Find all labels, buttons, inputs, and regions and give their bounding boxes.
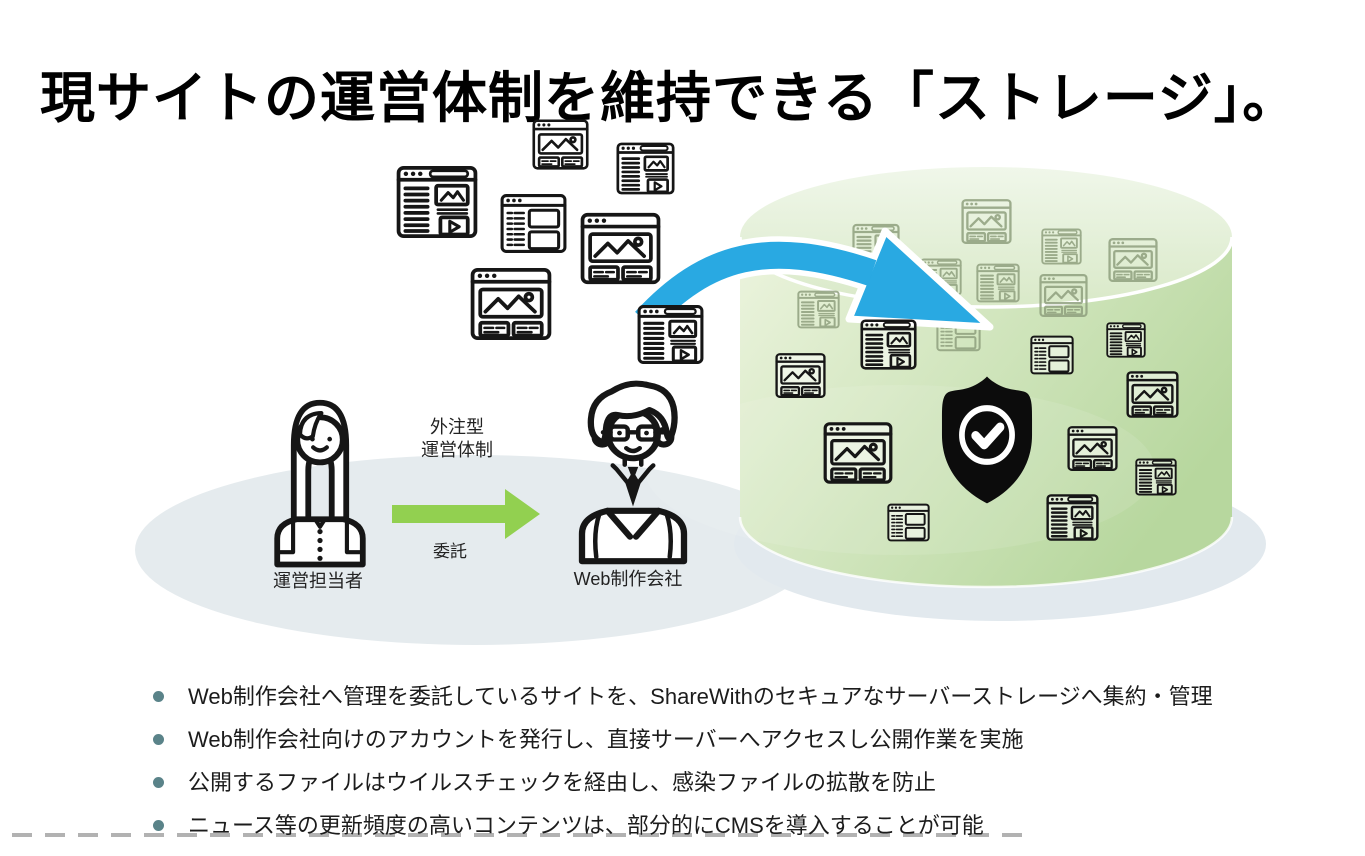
- article-page-icon: [1041, 228, 1082, 265]
- bullet-item: Web制作会社向けのアカウントを発行し、直接サーバーへアクセスし公開作業を実施: [153, 727, 1333, 752]
- bullet-text: ニュース等の更新頻度の高いコンテンツは、部分的にCMSを導入することが可能: [188, 813, 984, 838]
- image-page-icon: [532, 119, 589, 170]
- image-page-icon: [1039, 273, 1088, 318]
- hair: [587, 380, 678, 445]
- blue-transfer-arrow: [631, 227, 994, 335]
- article-page-icon: [616, 142, 675, 195]
- button: [317, 537, 323, 544]
- arm-seam: [275, 519, 296, 555]
- operator-person-icon: [274, 399, 366, 568]
- smile: [624, 446, 642, 454]
- image-page-icon: [470, 267, 552, 341]
- arm-seam: [344, 519, 365, 555]
- eye: [617, 430, 622, 436]
- smile: [311, 445, 329, 453]
- bullet-dot: [153, 734, 164, 745]
- bangs: [297, 411, 324, 441]
- article-page-icon: [976, 263, 1020, 303]
- diagram-canvas: [135, 119, 1266, 645]
- image-page-icon: [1108, 238, 1158, 282]
- shield-check-icon: [941, 376, 1033, 504]
- neck: [622, 456, 644, 467]
- web-company-person-icon: [578, 380, 688, 565]
- tie: [625, 466, 641, 507]
- bullet-item: Web制作会社へ管理を委託しているサイトを、ShareWithのセキュアなサーバ…: [153, 684, 1333, 709]
- green-delegate-arrow: [392, 489, 540, 539]
- eye: [327, 436, 333, 442]
- article-page-icon: [637, 305, 704, 364]
- article-page-icon: [1135, 458, 1177, 496]
- article-page-icon: [396, 165, 478, 239]
- glasses: [600, 424, 666, 442]
- image-page-icon: [1067, 426, 1118, 471]
- checkmark: [971, 422, 1005, 450]
- collar: [313, 517, 327, 529]
- button: [317, 546, 323, 553]
- bullet-text: 公開するファイルはウイルスチェックを経由し、感染ファイルの拡散を防止: [188, 770, 937, 795]
- v-neck: [604, 507, 662, 540]
- article-page-icon: [797, 290, 840, 329]
- layout-page-icon: [500, 194, 567, 253]
- image-page-icon: [775, 353, 826, 398]
- bullet-dot: [153, 777, 164, 788]
- article-page-icon: [1046, 494, 1099, 541]
- bullet-text: Web制作会社向けのアカウントを発行し、直接サーバーへアクセスし公開作業を実施: [188, 727, 1024, 752]
- bullet-dot: [153, 820, 164, 831]
- layout-page-icon: [1030, 335, 1074, 375]
- arm-seam: [593, 512, 673, 560]
- article-page-icon: [860, 319, 917, 370]
- cylinder-bottom-rim: [738, 516, 1234, 589]
- bullet-item: 公開するファイルはウイルスチェックを経由し、感染ファイルの拡散を防止: [153, 770, 1333, 795]
- bullet-item: ニュース等の更新頻度の高いコンテンツは、部分的にCMSを導入することが可能: [153, 813, 1333, 838]
- article-page-icon: [1106, 322, 1146, 358]
- image-page-icon: [580, 212, 661, 285]
- image-page-icon: [1126, 371, 1179, 418]
- bullet-dot: [153, 691, 164, 702]
- layout-page-icon: [887, 503, 930, 542]
- image-page-icon: [823, 422, 893, 484]
- eye: [310, 436, 315, 442]
- button: [317, 555, 323, 561]
- button: [317, 528, 323, 535]
- cropped-bottom-text-line: [12, 833, 1022, 837]
- bullet-text: Web制作会社へ管理を委託しているサイトを、ShareWithのセキュアなサーバ…: [188, 684, 1213, 709]
- page-title: 現サイトの運営体制を維持できる「ストレージ」。: [40, 66, 1299, 129]
- image-page-icon: [961, 199, 1012, 244]
- bullet-list: Web制作会社へ管理を委託しているサイトを、ShareWithのセキュアなサーバ…: [153, 684, 1333, 856]
- eye: [644, 430, 649, 436]
